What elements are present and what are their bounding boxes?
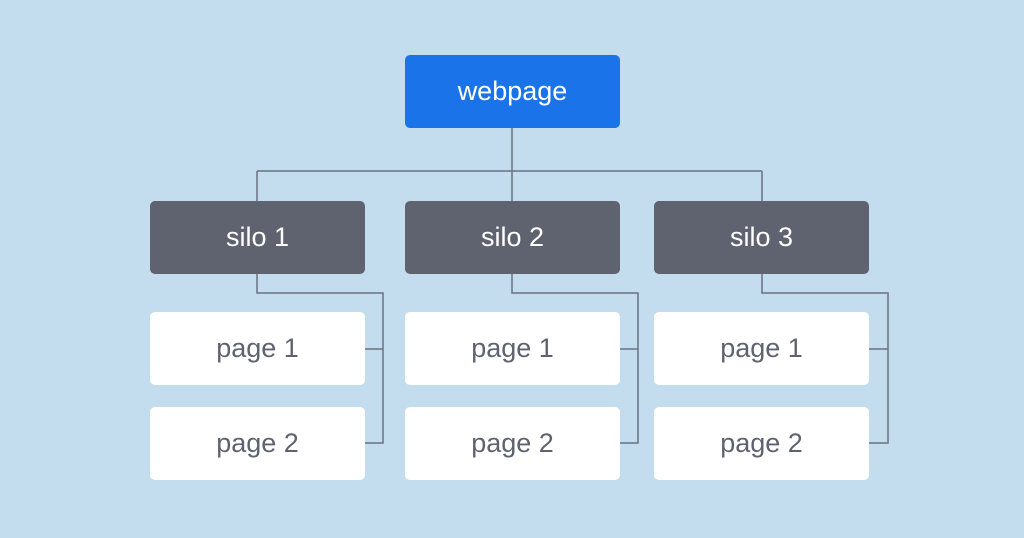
- silo-3-page-2-node: page 2: [654, 407, 869, 480]
- silo-3-connector: [761, 274, 889, 444]
- silo-3-page-1-node: page 1: [654, 312, 869, 385]
- silo-label: silo 2: [480, 222, 545, 252]
- silo-1-page-2-node: page 2: [150, 407, 365, 480]
- silo-node-1: silo 1: [150, 201, 365, 274]
- silo-1-page-1-node: page 1: [150, 312, 365, 385]
- silo-2-connector: [511, 274, 639, 444]
- page-label: page 1: [471, 333, 554, 363]
- silo-label: silo 3: [729, 222, 794, 252]
- root-label: webpage: [457, 76, 568, 106]
- silo-node-3: silo 3: [654, 201, 869, 274]
- silo-node-2: silo 2: [405, 201, 620, 274]
- page-label: page 2: [720, 428, 803, 458]
- silo-1-connector: [256, 274, 384, 444]
- page-label: page 2: [216, 428, 299, 458]
- page-label: page 1: [216, 333, 299, 363]
- root-node-webpage: webpage: [405, 55, 620, 128]
- silo-2-page-1-node: page 1: [405, 312, 620, 385]
- silo-label: silo 1: [225, 222, 290, 252]
- root-connector: [256, 128, 763, 201]
- page-label: page 1: [720, 333, 803, 363]
- silo-2-page-2-node: page 2: [405, 407, 620, 480]
- page-label: page 2: [471, 428, 554, 458]
